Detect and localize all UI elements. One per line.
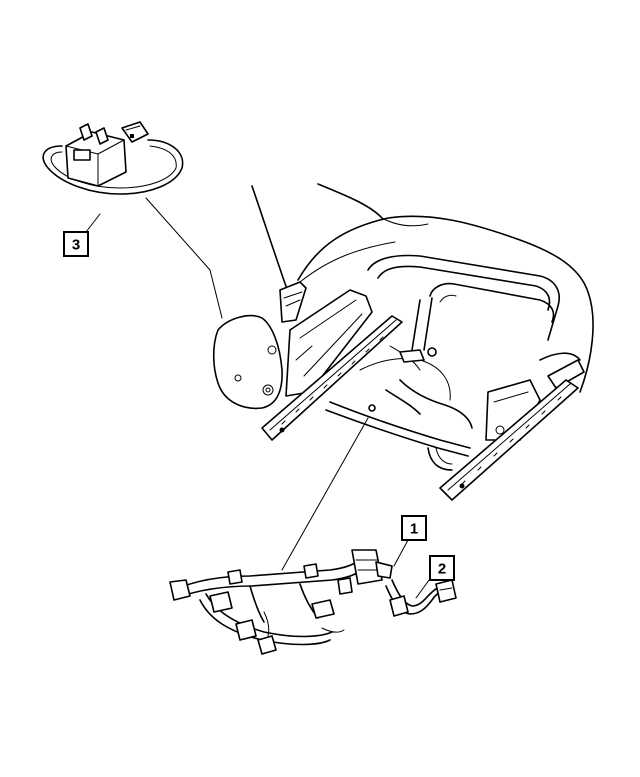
seat-cushion-assembly [212,183,594,501]
seat-back-outline [251,185,289,293]
callout-1[interactable]: 1 [401,515,427,541]
right-seat-track [439,379,579,501]
leader-harness-to-seat [281,417,369,571]
callout-1-label: 1 [410,521,418,538]
front-cross-tube [367,254,560,341]
seat-cushion-top-outline [297,215,594,393]
module-body [65,131,127,187]
leader-3-to-seat [145,197,223,319]
seat-module-part [42,121,184,195]
leader-3 [85,213,101,233]
callout-3-label: 3 [72,237,80,254]
recliner-lever [279,281,307,323]
module-cable [42,139,184,195]
harness-trunk [173,557,363,591]
rear-cross-member [329,401,471,449]
callout-3[interactable]: 3 [63,231,89,257]
callout-2[interactable]: 2 [429,555,455,581]
callout-1-box [401,515,427,541]
callout-2-label: 2 [438,561,446,578]
callout-3-box [63,231,89,257]
seat-back-outline-2 [317,183,383,219]
leader-1 [393,539,409,567]
left-side-bracket [285,289,373,397]
module-connector [121,121,149,143]
wiring-harness-part [169,549,457,655]
left-seat-track [261,315,403,441]
recliner-side-shield [212,314,283,410]
callout-2-box [429,555,455,581]
